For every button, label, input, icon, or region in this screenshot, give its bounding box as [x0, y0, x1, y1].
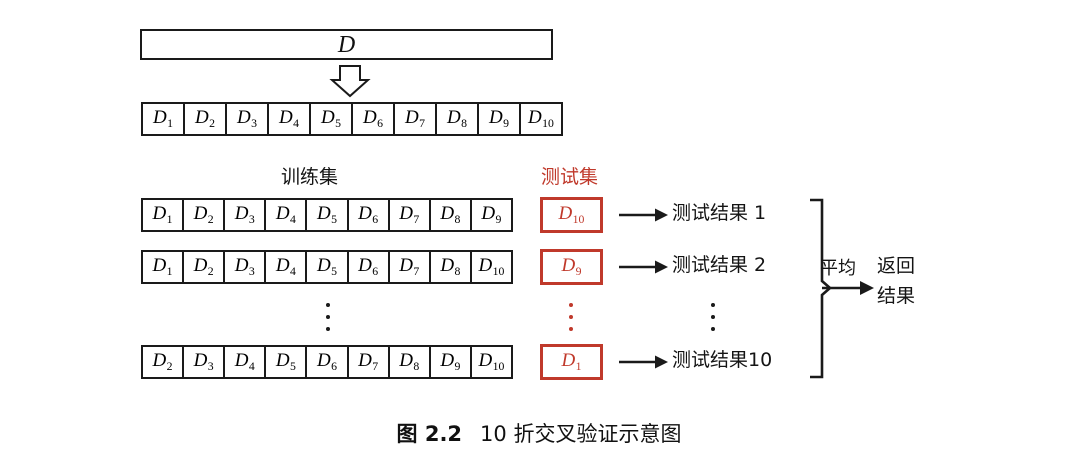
training-cell: D8: [431, 200, 472, 230]
training-cell: D2: [184, 200, 226, 230]
training-cell: D2: [143, 347, 185, 377]
dataset-box-D: D: [140, 29, 553, 60]
training-cell: D3: [225, 200, 267, 230]
fold-cell: D10: [528, 107, 554, 130]
fold-cell: D7: [395, 104, 437, 134]
training-cell: D4: [266, 252, 308, 282]
test-box-label-2: D9: [561, 255, 582, 278]
training-cell: D7: [390, 200, 431, 230]
training-cell: D10: [478, 350, 505, 373]
fold-cell: D4: [269, 104, 311, 134]
result-ellipsis-icon: [710, 303, 715, 331]
training-cell: D9: [481, 203, 502, 226]
training-cell: D6: [349, 200, 390, 230]
return-result-line2: 结果: [877, 285, 916, 307]
fold-cell: D6: [353, 104, 395, 134]
training-cell: D7: [390, 252, 431, 282]
test-ellipsis-icon: [568, 303, 573, 331]
test-box-row-1: D10: [540, 197, 603, 233]
fold-cell: D9: [479, 104, 521, 134]
figure-caption: 图 2.2 10 折交叉验证示意图: [0, 418, 1078, 448]
fold-cell: D5: [311, 104, 353, 134]
training-cell: D1: [143, 200, 185, 230]
training-cell: D6: [307, 347, 349, 377]
training-cell: D9: [431, 347, 472, 377]
training-cell: D5: [307, 200, 349, 230]
training-cell: D7: [349, 347, 390, 377]
figure-number: 图 2.2: [396, 422, 463, 446]
training-cell: D1: [143, 252, 185, 282]
test-box-label-10: D1: [561, 350, 582, 373]
training-cell: D4: [266, 200, 308, 230]
average-label: 平均: [820, 258, 856, 279]
return-result-line1: 返回: [877, 255, 916, 277]
training-cell: D3: [184, 347, 226, 377]
training-cell: D2: [184, 252, 226, 282]
training-cell: D3: [225, 252, 267, 282]
figure-caption-text: 10 折交叉验证示意图: [480, 422, 682, 446]
training-cell: D6: [349, 252, 390, 282]
training-cell: D10: [478, 255, 505, 278]
training-ellipsis-icon: [325, 303, 330, 331]
training-cell: D8: [390, 347, 431, 377]
training-cell: D5: [307, 252, 349, 282]
test-box-row-2: D9: [540, 249, 603, 285]
training-cell: D4: [225, 347, 267, 377]
fold-cell: D2: [185, 104, 227, 134]
test-result-2: 测试结果 2: [672, 254, 767, 276]
training-cell: D8: [431, 252, 472, 282]
fold-cell: D1: [143, 104, 185, 134]
test-box-row-10: D1: [540, 344, 603, 380]
test-result-10: 测试结果10: [672, 349, 773, 371]
fold-cell: D8: [437, 104, 479, 134]
dataset-label-D: D: [337, 31, 356, 58]
fold-cell: D3: [227, 104, 269, 134]
test-set-header: 测试集: [541, 166, 599, 188]
test-box-label-1: D10: [558, 203, 585, 226]
training-cell: D5: [266, 347, 308, 377]
training-set-header: 训练集: [281, 166, 339, 188]
test-result-1: 测试结果 1: [672, 202, 767, 224]
